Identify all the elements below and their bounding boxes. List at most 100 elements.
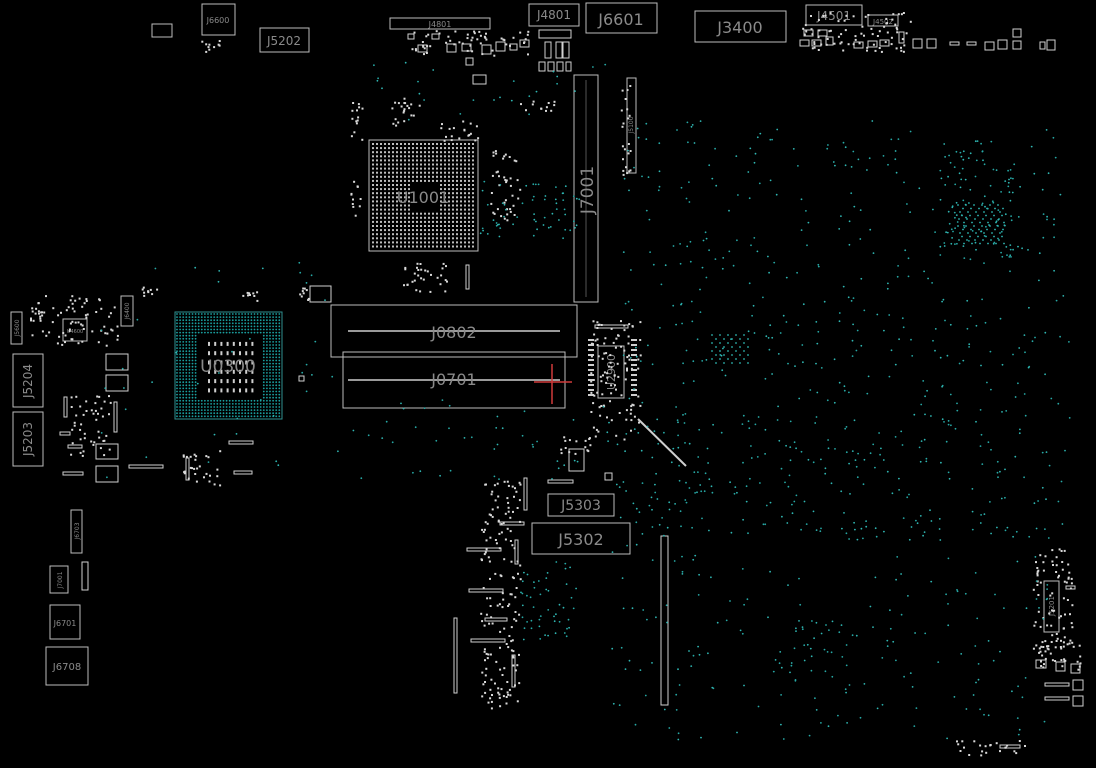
bga-pad [420,216,422,219]
solder-pad [420,268,423,271]
bga-pad [460,163,462,166]
solder-pad [628,354,630,357]
solder-pad [392,122,395,125]
connector-j5303[interactable]: J5303 [547,493,615,517]
chip-u0300[interactable]: U0300 [174,311,283,420]
bga-pad [436,225,438,227]
chip-u1001[interactable]: U1001 [368,139,479,252]
via [878,432,880,434]
bga-pad [464,159,466,162]
small-pad-topleft[interactable] [151,23,173,38]
bga-ball [191,381,194,384]
solder-pad [496,604,499,607]
via [963,257,966,259]
bga-pad [456,208,458,211]
bga-ball [272,409,274,411]
connector-j5600[interactable]: J5600 [10,311,23,345]
bga-ball [179,399,182,402]
connector-j0701[interactable]: J0701 [342,351,566,409]
via [874,527,877,530]
via [837,714,839,717]
bga-ball [253,409,256,411]
bga-pad [400,212,402,215]
via [711,358,713,360]
via [833,358,836,361]
via [711,686,714,689]
bga-pad [452,229,454,232]
bga-pad [444,216,446,219]
bga-pad [404,192,406,195]
connector-j6601[interactable]: J6601 [585,2,658,34]
solder-pad [524,38,527,41]
solder-pad [493,212,496,215]
solder-pad [501,674,504,676]
bga-pad [400,143,402,145]
via [997,204,999,206]
bga-pad [384,241,386,244]
solder-pad [842,49,845,52]
solder-pad [603,371,606,374]
bga-pad [396,143,398,145]
via [938,528,941,530]
j5100-label: J5100 [628,116,635,134]
via [563,208,566,211]
connector-j6400[interactable]: J6400 [120,295,134,327]
connector-j5302[interactable]: J5302 [531,522,631,555]
bga-pad [464,237,466,240]
chip-u2900[interactable]: U2900 [597,345,625,399]
chip-u4600[interactable]: U4600 [62,318,88,342]
via [816,391,819,394]
via [681,555,683,558]
via [633,388,635,391]
connector-j7001-small[interactable]: J7001 [49,565,69,594]
connector-j4801[interactable]: J4801 [528,3,580,27]
connector-j5100[interactable]: J5100 [626,77,637,174]
bga-ball [191,328,194,331]
connector-j6708[interactable]: J6708 [45,646,89,686]
connector-j3400[interactable]: J3400 [694,10,787,43]
via [555,202,558,205]
bga-ball [269,337,271,340]
bga-ball [272,313,274,315]
connector-j6703[interactable]: J6703 [70,509,83,554]
bga-ball [179,365,182,368]
connector-j4502[interactable]: J4502 [867,14,899,27]
bga-ball [182,337,185,340]
via [945,593,947,596]
connector-j6600[interactable]: J6600 [201,3,236,36]
bga-ball [275,365,278,368]
via [721,267,724,270]
bga-pad [420,151,422,154]
via [324,299,326,301]
bga-ball [278,341,281,343]
connector-j4501[interactable]: J4501 [805,4,863,26]
bga-ball [278,362,281,365]
connector-j5204[interactable]: J5204 [12,353,44,408]
connector-j0802[interactable]: J0802 [330,304,578,358]
via [937,661,940,663]
solder-pad [1055,633,1058,635]
connector-j4801-top[interactable]: J4801 [389,17,491,30]
solder-pad [626,108,629,111]
connector-j6701[interactable]: J6701 [49,604,81,640]
via [572,607,575,610]
solder-pad [872,43,875,46]
via [975,681,977,684]
bga-pad [372,220,374,223]
solder-pad [109,401,112,404]
via [831,620,834,623]
connector-j7001[interactable]: J7001 [573,74,599,303]
bga-pad [384,151,386,154]
connector-j5202[interactable]: J5202 [259,27,310,53]
via [964,592,967,595]
bga-pad [384,188,386,191]
via [973,204,975,206]
bga-pad [440,229,442,232]
bga-pad [464,167,466,170]
bga-pad [392,175,394,178]
connector-j5201[interactable]: J5201 [1043,580,1060,633]
connector-j5203[interactable]: J5203 [12,411,44,467]
bga-ball [231,331,234,334]
bga-ball [278,403,281,405]
